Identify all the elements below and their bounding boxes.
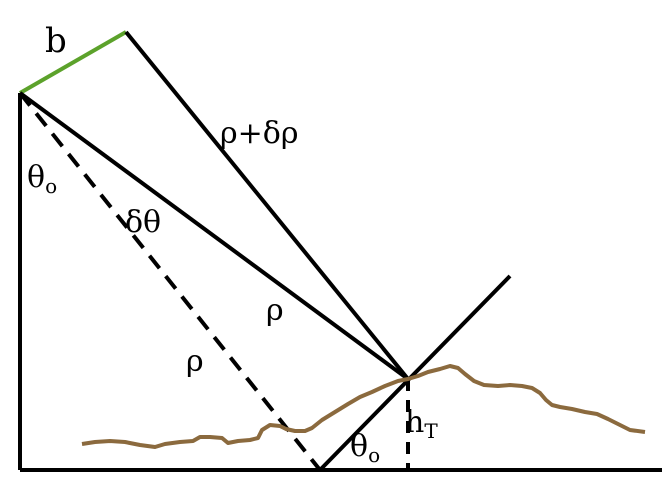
label-theta-left: θo — [27, 160, 57, 198]
range-line-dashed — [18, 91, 322, 472]
label-baseline: b — [45, 21, 67, 61]
baseline-segment — [19, 30, 127, 95]
label-range-outer: ρ+δρ — [220, 116, 298, 151]
label-rho-dashed: ρ — [186, 344, 204, 379]
terrain-profile — [81, 364, 646, 449]
label-theta-ground: θo — [350, 429, 380, 467]
label-delta-theta: δθ — [125, 205, 161, 240]
label-rho-solid: ρ — [266, 293, 284, 328]
range-line-outer — [124, 30, 410, 381]
label-height: hT — [405, 405, 438, 443]
range-line-solid — [18, 91, 410, 381]
wavefront-line — [318, 274, 512, 472]
